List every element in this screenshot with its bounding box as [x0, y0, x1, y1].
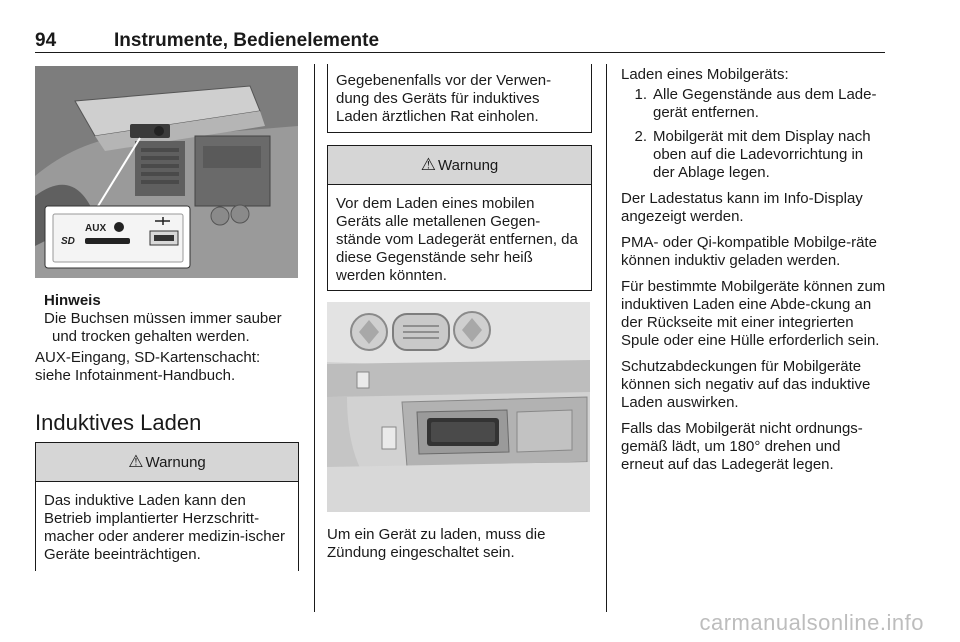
list-item: 1. Alle Gegenstände aus dem Lade-gerät e…	[634, 86, 877, 121]
column-3: Laden eines Mobilgeräts: 1. Alle Gegenst…	[621, 66, 886, 474]
note-title: Hinweis	[44, 292, 101, 309]
column-divider-2	[606, 64, 607, 612]
sd-label: SD	[61, 236, 75, 247]
paragraph: Falls das Mobilgerät nicht ordnungs-gemä…	[621, 420, 863, 473]
warning-header: ⚠ Warnung	[36, 443, 298, 482]
charging-steps: 1. Alle Gegenstände aus dem Lade-gerät e…	[621, 86, 886, 182]
list-item: 2. Mobilgerät mit dem Display nach oben …	[634, 128, 871, 181]
charging-intro: Laden eines Mobilgeräts:	[621, 66, 789, 83]
aux-sd-usb-figure: AUX SD	[35, 66, 298, 278]
warning-label: Warnung	[145, 453, 206, 471]
figure-caption: Um ein Gerät zu laden, muss die Zündung …	[327, 526, 546, 561]
paragraph: Schutzabdeckungen für Mobilgeräte können…	[621, 358, 871, 411]
paragraph: PMA- oder Qi-kompatible Mobilge-räte kön…	[621, 234, 877, 269]
warning-text: Vor dem Laden eines mobilen Geräts alle …	[336, 195, 578, 284]
warning-label: Warnung	[437, 156, 499, 174]
warning-box-1: ⚠ Warnung Das induktive Laden kann den B…	[35, 442, 299, 571]
warning-text: Das induktive Laden kann den Betrieb imp…	[44, 492, 285, 563]
charging-tray-illustration	[327, 302, 590, 512]
aux-label: AUX	[85, 223, 106, 234]
column-divider-1	[314, 64, 315, 612]
warning-header: ⚠ Warnung	[328, 146, 591, 185]
page-header: 94 Instrumente, Bedienelemente	[35, 30, 885, 53]
warning-icon: ⚠	[128, 452, 144, 471]
paragraph: Für bestimmte Mobilgeräte können zum ind…	[621, 278, 886, 349]
section-heading: Induktives Laden	[35, 410, 202, 435]
page-number: 94	[35, 30, 57, 51]
note-text: Die Buchsen müssen immer sauber und troc…	[44, 310, 282, 345]
usb-icon	[155, 217, 170, 225]
dashboard-illustration: AUX SD	[35, 66, 298, 278]
note-block: Hinweis Die Buchsen müssen immer sauber …	[44, 292, 304, 346]
aux-paragraph: AUX-Eingang, SD-Kartenschacht: siehe Inf…	[35, 349, 261, 384]
watermark: carmanualsonline.info	[699, 610, 924, 635]
chapter-title: Instrumente, Bedienelemente	[114, 30, 380, 51]
continued-box: Gegebenenfalls vor der Verwen-dung des G…	[327, 64, 592, 133]
warning-icon: ⚠	[420, 155, 436, 174]
continued-box-text: Gegebenenfalls vor der Verwen-dung des G…	[336, 72, 552, 125]
paragraph: Der Ladestatus kann im Info-Display ange…	[621, 190, 863, 225]
warning-box-2: ⚠ Warnung Vor dem Laden eines mobilen Ge…	[327, 145, 592, 291]
charging-tray-figure	[327, 302, 590, 512]
